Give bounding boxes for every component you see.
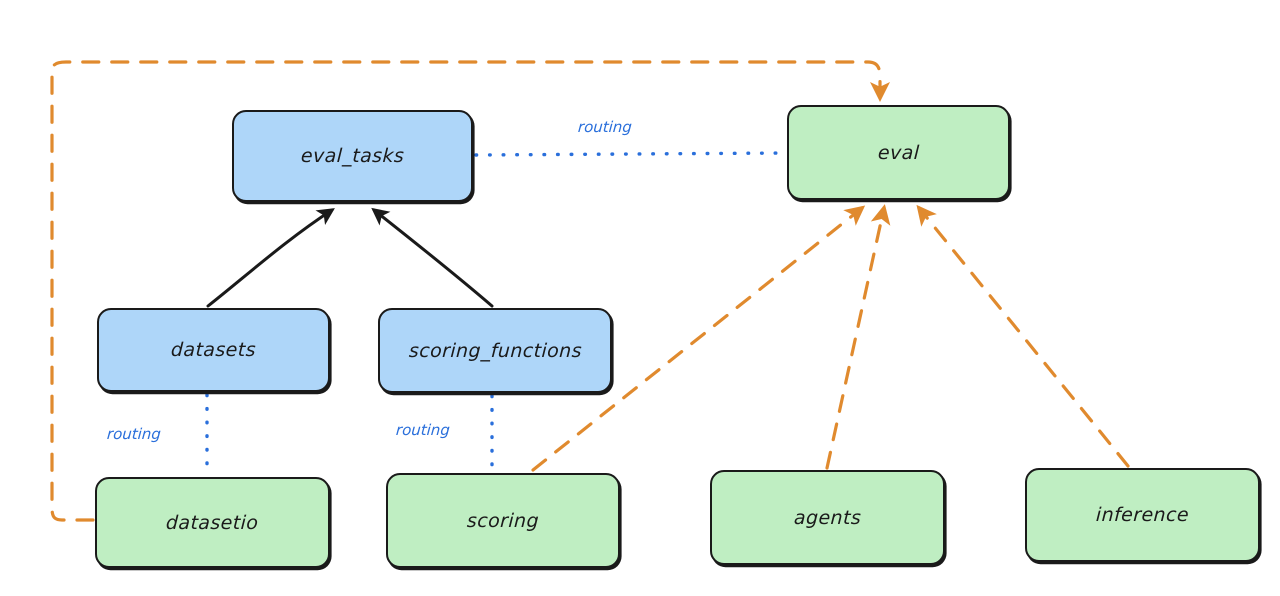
node-scoring-functions-label: scoring_functions [407, 339, 583, 362]
node-datasets-label: datasets [170, 339, 257, 361]
edge-agents-to-eval [825, 204, 891, 470]
edge-label-routing-scoring-functions-scoring: routing [395, 421, 451, 439]
node-datasetio[interactable]: datasetio [95, 477, 330, 568]
edge-scoring_functions-to-eval_tasks [371, 207, 494, 308]
edge-eval_tasks-to-eval [474, 151, 786, 157]
node-eval-tasks[interactable]: eval_tasks [232, 110, 473, 202]
node-inference[interactable]: inference [1025, 468, 1260, 562]
node-eval[interactable]: eval [787, 105, 1010, 200]
edge-label-routing-datasets-datasetio: routing [106, 425, 162, 443]
node-scoring[interactable]: scoring [386, 473, 620, 568]
node-datasetio-label: datasetio [165, 511, 260, 534]
node-inference-label: inference [1095, 504, 1190, 526]
edge-label-routing-eval-tasks-eval: routing [577, 118, 633, 136]
node-agents[interactable]: agents [710, 470, 945, 565]
node-datasets[interactable]: datasets [97, 308, 330, 392]
edge-datasets-to-eval_tasks [206, 208, 335, 308]
edge-inference-to-eval [916, 204, 1130, 468]
node-scoring-label: scoring [466, 509, 540, 532]
node-scoring-functions[interactable]: scoring_functions [378, 308, 612, 393]
node-eval-label: eval [877, 141, 920, 164]
node-eval-tasks-label: eval_tasks [300, 145, 405, 167]
node-agents-label: agents [793, 506, 862, 529]
